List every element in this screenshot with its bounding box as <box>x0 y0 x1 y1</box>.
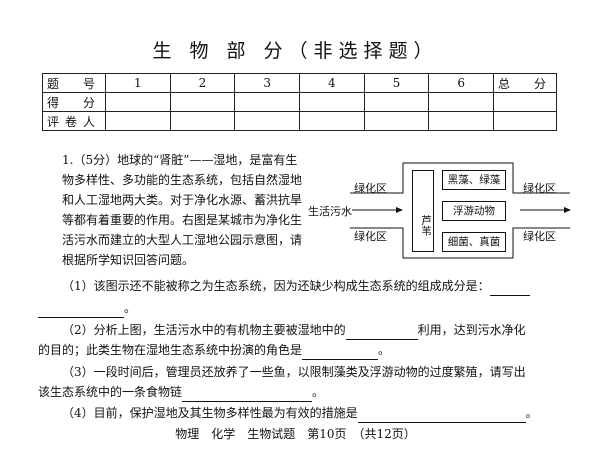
table-cell[interactable] <box>298 92 365 112</box>
question-1-3-cont: 该生态系统中的一条食物链 。 <box>38 382 568 402</box>
diagram-lines <box>350 162 571 259</box>
table-cell[interactable] <box>493 92 557 112</box>
answer-blank[interactable] <box>302 345 379 360</box>
table-cell: 1 <box>105 73 171 93</box>
question-1-1-cont: 。 <box>38 298 568 318</box>
question-text: 。 <box>312 385 325 399</box>
sewage-label: 生活污水 <box>308 205 352 218</box>
question-1-intro: 1.（5分）地球的“肾脏”——湿地，是富有生物多样性、多功能的生态系统，包括自然… <box>62 153 303 267</box>
table-cell[interactable] <box>169 111 236 131</box>
table-cell[interactable] <box>428 92 494 112</box>
table-row: 题 号 1 2 3 4 5 6 总 分 <box>42 73 557 93</box>
question-text: 。 <box>378 343 391 357</box>
green-zone-label: 绿化区 <box>523 182 556 195</box>
algae-box: 黑藻、绿藻 <box>442 170 506 190</box>
table-cell: 6 <box>428 73 494 93</box>
score-table: 题 号 1 2 3 4 5 6 总 分 得 分 评卷人 <box>42 73 557 131</box>
table-cell[interactable] <box>234 92 300 112</box>
table-row: 得 分 <box>42 92 557 112</box>
table-cell[interactable] <box>493 111 557 131</box>
question-text: 。 <box>525 406 538 420</box>
bacteria-fungi-box: 细菌、真菌 <box>442 232 506 252</box>
table-cell[interactable] <box>105 111 171 131</box>
table-cell: 得 分 <box>42 92 106 112</box>
page-footer: 物理 化学 生物试题 第10页 （共12页） <box>175 427 416 441</box>
answer-blank[interactable] <box>357 408 526 423</box>
table-cell[interactable] <box>428 111 494 131</box>
table-cell: 3 <box>234 73 300 93</box>
question-text: （2）分析上图，生活污水中的有机物主要被湿地中的 <box>62 323 346 337</box>
green-zone-label: 绿化区 <box>523 230 556 243</box>
question-text: 该生态系统中的一条食物链 <box>38 385 183 399</box>
answer-blank[interactable] <box>38 303 124 318</box>
answer-blank[interactable] <box>182 387 313 402</box>
table-cell: 总 分 <box>493 73 557 93</box>
question-text: （1）该图示还不能被称之为生态系统，因为还缺少构成生态系统的组成成分是： <box>62 279 490 293</box>
table-cell: 4 <box>298 73 365 93</box>
answer-blank[interactable] <box>489 281 530 296</box>
table-cell[interactable] <box>105 92 171 112</box>
table-cell: 评卷人 <box>42 111 106 131</box>
table-cell[interactable] <box>363 111 430 131</box>
table-cell: 5 <box>363 73 430 93</box>
zooplankton-box: 浮游动物 <box>442 201 506 221</box>
page-title: 生 物 部 分（非选择题） <box>152 40 439 62</box>
wetland-diagram: 绿化区 绿化区 绿化区 绿化区 生活污水 芦苇 黑藻、绿藻 浮游动物 细菌、真菌 <box>308 158 578 266</box>
question-1-4: （4）目前，保护湿地及其生物多样性最为有效的措施是 。 <box>62 403 568 423</box>
question-text: 。 <box>124 301 137 315</box>
green-zone-label: 绿化区 <box>354 230 387 243</box>
table-cell[interactable] <box>234 111 300 131</box>
table-cell[interactable] <box>363 92 430 112</box>
table-cell: 题 号 <box>42 73 106 93</box>
question-text: 的目的；此类生物在湿地生态系统中扮演的角色是 <box>38 343 303 357</box>
table-row: 评卷人 <box>42 111 557 131</box>
table-cell: 2 <box>169 73 236 93</box>
question-1-3: （3）一段时间后，管理员还放养了一些鱼，以限制藻类及浮游动物的过度繁殖，请写出 <box>62 365 526 379</box>
question-1-2: （2）分析上图，生活污水中的有机物主要被湿地中的 利用，达到污水净化 <box>62 320 568 340</box>
reed-box: 芦苇 <box>412 170 434 252</box>
table-cell[interactable] <box>169 92 236 112</box>
green-zone-label: 绿化区 <box>354 182 387 195</box>
question-1-2-cont: 的目的；此类生物在湿地生态系统中扮演的角色是 。 <box>38 340 568 360</box>
question-text: （4）目前，保护湿地及其生物多样性最为有效的措施是 <box>62 406 358 420</box>
answer-blank[interactable] <box>345 325 418 340</box>
question-text: 利用，达到污水净化 <box>417 323 526 337</box>
question-1-1: （1）该图示还不能被称之为生态系统，因为还缺少构成生态系统的组成成分是： <box>62 276 568 296</box>
table-cell[interactable] <box>298 111 365 131</box>
